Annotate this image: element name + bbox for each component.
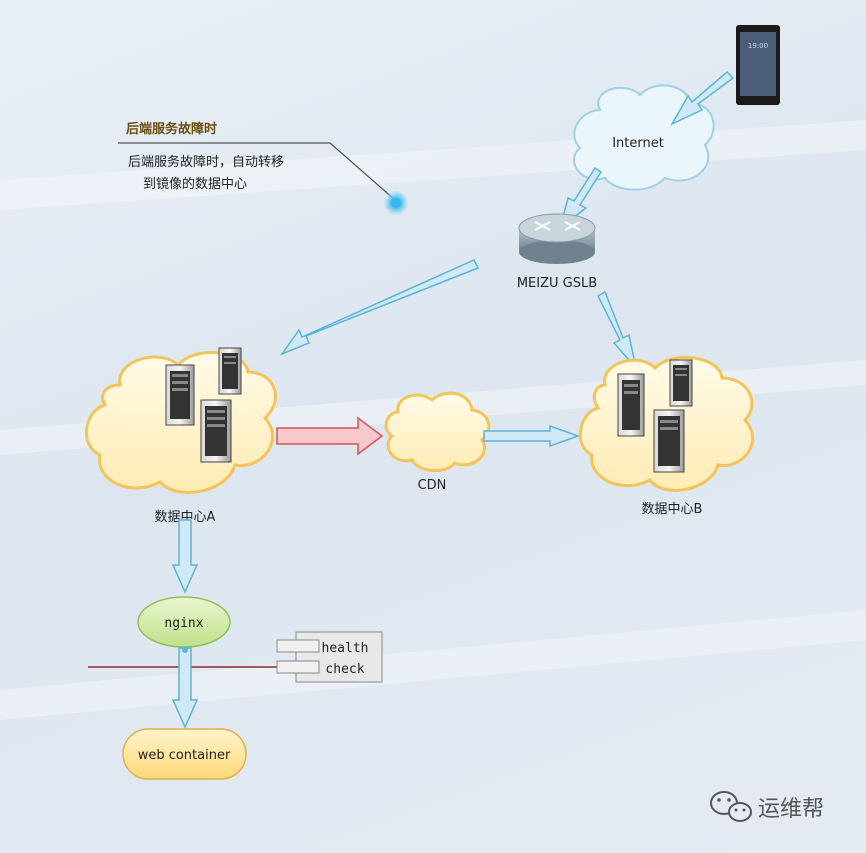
note-callout: 后端服务故障时 后端服务故障时，自动转移 到镜像的数据中心 <box>118 121 408 215</box>
note-line-1: 后端服务故障时，自动转移 <box>128 154 284 170</box>
svg-text:19:00: 19:00 <box>748 42 768 50</box>
arrow-internet-gslb <box>558 166 603 230</box>
server-icon <box>617 373 645 437</box>
server-icon <box>669 359 693 407</box>
arrow-phone-internet <box>670 70 735 126</box>
health-label: health <box>322 641 369 656</box>
arrow-gslb-dc-a <box>279 259 480 356</box>
watermark: 运维帮 <box>710 791 824 822</box>
datacenter-a-label: 数据中心A <box>155 510 216 525</box>
gslb-label: MEIZU GSLB <box>517 276 597 291</box>
check-label: check <box>325 662 364 677</box>
arrow-dc-a-cdn <box>276 416 384 456</box>
nginx-node[interactable]: nginx <box>137 596 231 648</box>
cdn-label: CDN <box>418 478 447 493</box>
server-icon <box>200 399 232 463</box>
note-line-2: 到镜像的数据中心 <box>143 176 247 192</box>
gslb-router-icon[interactable]: MEIZU GSLB <box>517 213 597 291</box>
arrow-gslb-dc-b <box>597 290 638 371</box>
cdn-cloud[interactable]: CDN <box>384 391 491 493</box>
health-check-component[interactable]: health check <box>276 631 383 683</box>
server-icon <box>653 409 685 473</box>
note-marker-core <box>391 198 401 208</box>
web-container-node[interactable]: web container <box>122 728 247 780</box>
arrow-dc-a-nginx <box>171 519 199 594</box>
datacenter-b-cloud[interactable]: 数据中心B <box>578 355 755 517</box>
phone-icon: 19:00 <box>736 25 780 105</box>
note-leader-line <box>118 142 396 201</box>
server-icon <box>165 364 195 426</box>
nginx-label: nginx <box>164 616 203 631</box>
datacenter-a-cloud[interactable]: 数据中心A <box>84 347 277 525</box>
arrow-cdn-dc-b <box>483 424 581 448</box>
wechat-icon <box>710 791 752 822</box>
note-title: 后端服务故障时 <box>126 121 217 137</box>
web-container-label: web container <box>138 748 231 763</box>
watermark-text: 运维帮 <box>758 797 824 822</box>
datacenter-b-label: 数据中心B <box>642 502 703 517</box>
arrow-nginx-web <box>171 647 199 729</box>
server-icon <box>218 347 242 395</box>
internet-label: Internet <box>612 136 664 151</box>
